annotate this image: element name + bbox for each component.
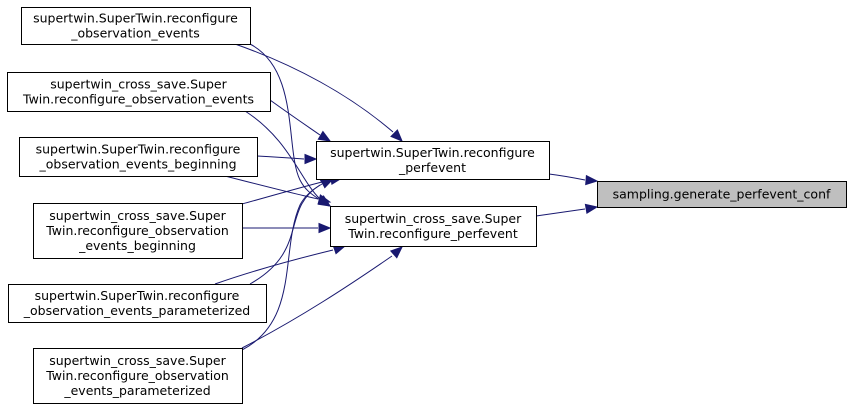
edge-line bbox=[535, 208, 586, 217]
node-box bbox=[19, 137, 258, 177]
arrowhead-icon bbox=[304, 153, 318, 165]
node-label-line: _observation_events bbox=[70, 26, 200, 41]
node-box bbox=[21, 7, 251, 45]
edge-st_obs-to-stcs_perf bbox=[249, 43, 332, 207]
node-box bbox=[7, 72, 271, 112]
node-st-obs[interactable]: supertwin.SuperTwin.reconfigure_observat… bbox=[21, 7, 251, 45]
node-label-line: supertwin.SuperTwin.reconfigure bbox=[36, 142, 241, 157]
node-label-line: Twin.reconfigure_observation bbox=[45, 223, 229, 238]
node-target[interactable]: sampling.generate_perfevent_conf bbox=[597, 181, 847, 208]
node-box bbox=[33, 203, 243, 259]
edge-stcs_perf-to-target bbox=[535, 203, 599, 217]
node-stcs-obs-par[interactable]: supertwin_cross_save.SuperTwin.reconfigu… bbox=[33, 348, 243, 404]
node-box bbox=[597, 181, 847, 208]
node-label-line: supertwin.SuperTwin.reconfigure bbox=[33, 11, 238, 26]
node-st-obs-par[interactable]: supertwin.SuperTwin.reconfigure_observat… bbox=[8, 284, 267, 323]
edge-st_obs-to-st_perf bbox=[234, 43, 403, 142]
node-label-line: _events_parameterized bbox=[63, 383, 210, 398]
node-st-perf[interactable]: supertwin.SuperTwin.reconfigure_perfeven… bbox=[316, 141, 550, 180]
edge-line bbox=[244, 110, 321, 200]
node-label-line: supertwin_cross_save.Super bbox=[50, 77, 227, 92]
node-label-line: supertwin.SuperTwin.reconfigure bbox=[35, 288, 240, 303]
node-label-line: _observation_events_beginning bbox=[39, 157, 237, 172]
node-label-line: supertwin.SuperTwin.reconfigure bbox=[330, 145, 535, 160]
node-label-line: Twin.reconfigure_perfevent bbox=[347, 226, 518, 241]
arrowhead-icon bbox=[317, 194, 332, 205]
node-stcs-perf[interactable]: supertwin_cross_save.SuperTwin.reconfigu… bbox=[330, 206, 537, 247]
edge-line bbox=[234, 43, 394, 133]
node-box bbox=[33, 348, 243, 404]
node-label-line: _observation_events_parameterized bbox=[23, 303, 250, 318]
node-label-line: Twin.reconfigure_observation bbox=[45, 368, 229, 383]
arrowhead-icon bbox=[317, 130, 332, 142]
edge-st_obs_beg-to-stcs_perf bbox=[224, 175, 332, 205]
edge-line bbox=[214, 249, 334, 285]
node-box bbox=[8, 284, 267, 323]
edge-line bbox=[548, 173, 586, 181]
node-stcs-obs-beg[interactable]: supertwin_cross_save.SuperTwin.reconfigu… bbox=[33, 203, 243, 259]
node-label-line: _perfevent bbox=[398, 160, 466, 175]
arrowhead-icon bbox=[584, 203, 599, 215]
node-box bbox=[330, 206, 537, 247]
edge-stcs_obs_par-to-st_perf bbox=[241, 178, 335, 351]
arrowhead-icon bbox=[585, 174, 599, 186]
call-edges bbox=[214, 43, 599, 351]
node-box bbox=[316, 141, 550, 180]
node-label-line: supertwin_cross_save.Super bbox=[49, 208, 226, 223]
call-nodes: sampling.generate_perfevent_conf supertwi… bbox=[7, 7, 847, 404]
edge-stcs_obs_beg-to-stcs_perf bbox=[242, 222, 332, 234]
arrowhead-icon bbox=[318, 222, 332, 234]
node-label-line: _events_beginning bbox=[78, 238, 196, 253]
edge-st_perf-to-target bbox=[548, 173, 599, 186]
edge-line bbox=[241, 183, 323, 351]
edge-st_obs_beg-to-st_perf bbox=[256, 153, 318, 165]
edge-line bbox=[224, 175, 319, 200]
edge-stcs_obs-to-st_perf bbox=[269, 99, 332, 142]
edge-line bbox=[269, 99, 321, 136]
edge-stcs_obs_par-to-stcs_perf bbox=[241, 246, 403, 349]
node-st-obs-beg[interactable]: supertwin.SuperTwin.reconfigure_observat… bbox=[19, 137, 258, 177]
edge-line bbox=[241, 255, 393, 349]
node-stcs-obs[interactable]: supertwin_cross_save.SuperTwin.reconfigu… bbox=[7, 72, 271, 112]
edge-line bbox=[256, 155, 305, 160]
node-label-line: supertwin_cross_save.Super bbox=[49, 353, 226, 368]
node-label-line: supertwin_cross_save.Super bbox=[345, 211, 522, 226]
node-label-line: Twin.reconfigure_observation_events bbox=[22, 92, 254, 107]
node-label-line: sampling.generate_perfevent_conf bbox=[613, 187, 831, 202]
arrowhead-icon bbox=[389, 246, 403, 259]
arrowhead-icon bbox=[320, 178, 335, 189]
arrowhead-icon bbox=[390, 129, 403, 142]
